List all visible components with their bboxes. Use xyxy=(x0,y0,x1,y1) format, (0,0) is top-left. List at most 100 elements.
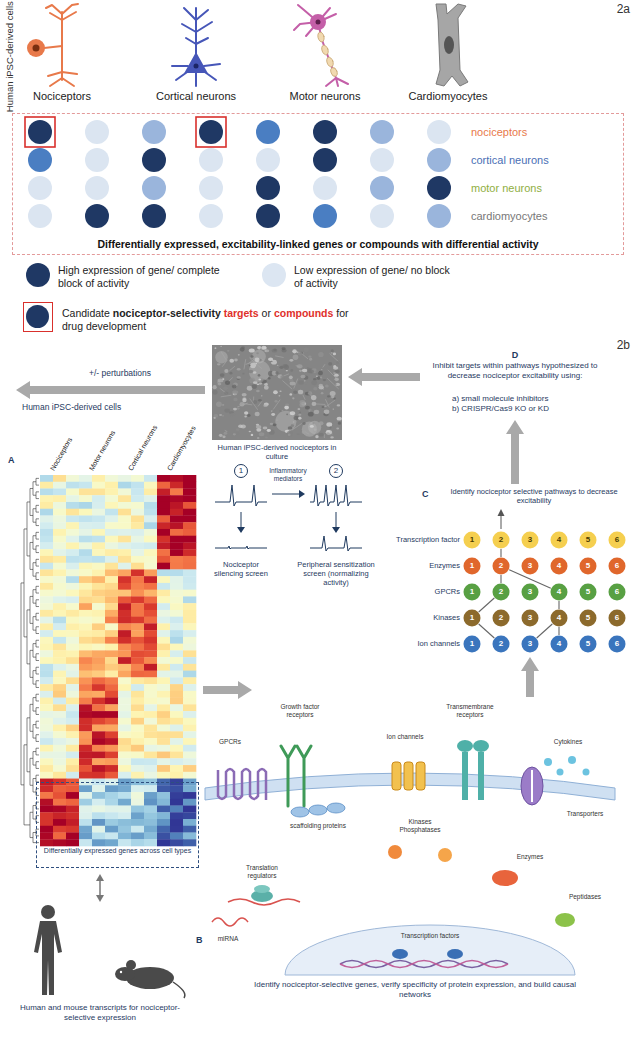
heatmap xyxy=(92,671,105,678)
heatmap xyxy=(118,576,131,583)
micrograph xyxy=(324,405,326,406)
circle-number: 2 xyxy=(492,609,510,627)
micrograph xyxy=(249,365,251,366)
heatmap xyxy=(144,745,157,752)
micrograph xyxy=(297,351,299,352)
heatmap xyxy=(79,833,92,840)
micrograph xyxy=(242,398,246,402)
row-label: Kinases xyxy=(372,613,460,622)
voltage-trace xyxy=(215,485,267,506)
heatmap xyxy=(40,536,53,543)
heatmap xyxy=(183,542,196,549)
heatmap xyxy=(92,603,105,610)
heatmap xyxy=(144,833,157,840)
heatmap xyxy=(79,691,92,698)
expression-dot xyxy=(199,120,223,144)
region-text: motor neurons xyxy=(471,182,621,195)
heatmap xyxy=(144,644,157,651)
expression-dot xyxy=(85,148,109,172)
micrograph xyxy=(215,347,217,349)
protein-label: Transcription factors xyxy=(380,932,480,940)
micrograph xyxy=(272,349,278,353)
heatmap xyxy=(79,522,92,529)
circle-number: 6 xyxy=(608,583,626,601)
motor-neuron xyxy=(294,5,348,86)
heatmap xyxy=(118,515,131,522)
numbered-circle: 2 xyxy=(492,583,510,601)
heatmap xyxy=(105,731,118,738)
cytokine xyxy=(568,756,576,764)
heatmap xyxy=(66,515,79,522)
numbered-circle: 4 xyxy=(550,531,568,549)
heatmap xyxy=(40,596,53,603)
heatmap xyxy=(118,630,131,637)
dendrogram xyxy=(36,586,39,593)
heatmap xyxy=(66,677,79,684)
heatmap xyxy=(66,833,79,840)
heatmap xyxy=(79,758,92,765)
ion-channel xyxy=(392,762,425,790)
dendrogram xyxy=(33,671,36,684)
heatmap xyxy=(157,691,170,698)
circle-number: 5 xyxy=(579,609,597,627)
heatmap xyxy=(105,833,118,840)
micrograph xyxy=(249,356,253,359)
expression-dot xyxy=(142,176,166,200)
expression-dot xyxy=(28,204,52,228)
heatmap xyxy=(118,806,131,813)
circle-outline xyxy=(464,636,481,653)
heatmap xyxy=(66,684,79,691)
heatmap xyxy=(40,488,53,495)
heatmap xyxy=(53,536,66,543)
micrograph xyxy=(312,402,317,406)
heatmap xyxy=(131,833,144,840)
heatmap xyxy=(79,650,92,657)
column-label: Cortical neurons xyxy=(127,424,160,472)
heatmap xyxy=(183,698,196,705)
voltage-trace xyxy=(215,485,362,551)
micrograph xyxy=(275,356,283,358)
heatmap xyxy=(40,522,53,529)
micrograph xyxy=(232,385,237,389)
heatmap xyxy=(118,556,131,563)
pathway-arrow xyxy=(498,509,505,516)
heatmap xyxy=(40,664,53,671)
micrograph xyxy=(271,409,275,412)
double-arrow xyxy=(96,874,104,902)
micrograph xyxy=(324,409,330,414)
numbered-circle: 3 xyxy=(521,557,539,575)
heatmap xyxy=(53,637,66,644)
heatmap xyxy=(183,482,196,489)
label-holder: 2a xyxy=(590,2,630,16)
micrograph xyxy=(218,378,224,382)
heatmap xyxy=(105,623,118,630)
kinase xyxy=(438,848,452,862)
circle-number: 2 xyxy=(329,464,343,478)
micrograph xyxy=(292,397,294,399)
step-letter: D xyxy=(505,350,525,361)
heatmap xyxy=(144,603,157,610)
heatmap xyxy=(183,772,196,779)
numbered-circle: 6 xyxy=(608,635,626,653)
heatmap xyxy=(131,725,144,732)
heatmap xyxy=(40,515,53,522)
heatmap xyxy=(66,644,79,651)
micrograph xyxy=(256,352,259,354)
heatmap xyxy=(53,677,66,684)
cortical-neuron xyxy=(172,8,220,86)
heatmap xyxy=(79,677,92,684)
heatmap xyxy=(53,772,66,779)
heatmap xyxy=(53,617,66,624)
protein-label: Growth factor receptors xyxy=(267,703,333,719)
panel-label: 2b xyxy=(590,338,630,352)
legend-text: High expression of gene/ complete block … xyxy=(58,264,228,290)
circle-outline xyxy=(551,636,568,653)
circle-outline xyxy=(493,532,510,549)
heatmap xyxy=(53,711,66,718)
dendrogram xyxy=(24,745,30,825)
heatmap xyxy=(92,576,105,583)
heatmap xyxy=(157,745,170,752)
heatmap xyxy=(183,630,196,637)
circle-number: 1 xyxy=(234,464,248,478)
screen-label: Peripheral sensitization screen (normali… xyxy=(297,560,375,587)
